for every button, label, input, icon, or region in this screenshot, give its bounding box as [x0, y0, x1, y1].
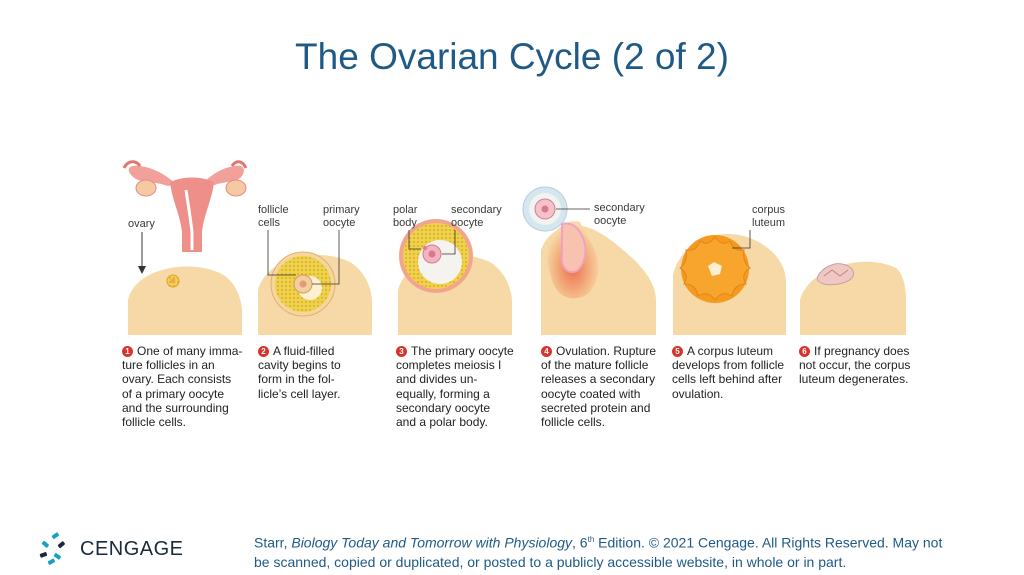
- caption-line: secondary oocyte: [396, 400, 491, 415]
- caption-line: secreted protein and: [541, 400, 651, 415]
- caption-step-4: 4 Ovulation. Rupture of the mature follic…: [541, 344, 666, 429]
- cengage-logo: CENGAGE: [38, 532, 188, 566]
- step-number-badge: 5: [672, 346, 683, 357]
- label-ovary: ovary: [128, 218, 155, 230]
- step-number-badge: 1: [122, 346, 133, 357]
- caption-line: follicle cells.: [541, 415, 606, 430]
- caption-line: cavity begins to: [258, 358, 341, 373]
- label-polar-body-line1: polar: [393, 204, 418, 216]
- caption-line: and divides un-: [396, 372, 478, 387]
- caption-line: A corpus luteum: [687, 344, 774, 358]
- citation-edition-suffix: th: [587, 535, 595, 544]
- label-follicle-cells-line1: follicle: [258, 204, 289, 216]
- uterus-illustration: [122, 160, 248, 252]
- caption-line: If pregnancy does: [814, 344, 910, 358]
- caption-line: One of many imma-: [137, 344, 243, 358]
- corpus-luteum: [679, 235, 751, 303]
- caption-line: luteum degenerates.: [799, 372, 909, 387]
- step-number-badge: 6: [799, 346, 810, 357]
- caption-line: ovary. Each consists: [122, 372, 232, 387]
- cengage-logo-icon: [39, 532, 65, 565]
- panel-4-illustration: [522, 186, 656, 335]
- label-released-oocyte-line1: secondary: [594, 202, 645, 214]
- caption-line: A fluid-filled: [273, 344, 335, 358]
- caption-line: ture follicles in an: [122, 358, 215, 373]
- label-released-oocyte-line2: oocyte: [594, 215, 627, 227]
- copyright-citation: Starr, Biology Today and Tomorrow with P…: [254, 530, 999, 572]
- citation-author: Starr,: [254, 534, 292, 551]
- step-number-badge: 4: [541, 346, 552, 357]
- panel-3-illustration: [398, 219, 512, 335]
- caption-line: oocyte coated with: [541, 386, 641, 401]
- caption-line: of a primary oocyte: [122, 386, 225, 401]
- label-primary-oocyte-line2: oocyte: [323, 217, 356, 229]
- caption-line: of the mature follicle: [541, 358, 649, 373]
- caption-line: equally, forming a: [396, 386, 490, 401]
- caption-step-2: 2 A fluid-filled cavity begins to form in…: [258, 344, 383, 401]
- caption-step-6: 6 If pregnancy does not occur, the corpus…: [799, 344, 924, 387]
- panel-1-illustration: [122, 160, 248, 335]
- ovary-tissue: [128, 266, 242, 335]
- citation-edition-number: , 6: [572, 534, 588, 551]
- caption-line: and the surrounding: [122, 400, 229, 415]
- caption-line: follicle cells.: [122, 415, 187, 430]
- caption-line: licle’s cell layer.: [258, 386, 341, 401]
- citation-rights-line1: Edition. © 2021 Cengage. All Rights Rese…: [594, 534, 943, 551]
- caption-line: form in the fol-: [258, 372, 335, 387]
- caption-line: and a polar body.: [396, 415, 488, 430]
- degenerated-corpus-luteum: [816, 263, 855, 286]
- caption-line: completes meiosis I: [396, 358, 502, 373]
- panel-6-illustration: [800, 261, 906, 335]
- slide-title: The Ovarian Cycle (2 of 2): [295, 36, 729, 77]
- label-follicle-cells-line2: cells: [258, 217, 281, 229]
- caption-line: The primary oocyte: [411, 344, 514, 358]
- panel-2-illustration: [258, 230, 372, 335]
- label-polar-body-line2: body: [393, 217, 417, 229]
- label-secondary-oocyte-line2: oocyte: [451, 217, 484, 229]
- cengage-wordmark: CENGAGE: [80, 538, 184, 560]
- caption-line: ovulation.: [672, 386, 724, 401]
- label-corpus-luteum-line1: corpus: [752, 204, 786, 216]
- label-corpus-luteum-line2: luteum: [752, 217, 786, 229]
- caption-line: Ovulation. Rupture: [556, 344, 657, 358]
- citation-book-title: Biology Today and Tomorrow with Physiolo…: [291, 534, 573, 551]
- citation-rights-line2: be scanned, copied or duplicated, or pos…: [254, 553, 847, 570]
- panel-5-illustration: [673, 230, 786, 335]
- step-number-badge: 2: [258, 346, 269, 357]
- caption-line: cells left behind after: [672, 372, 783, 387]
- label-secondary-oocyte-line1: secondary: [451, 204, 502, 216]
- caption-line: not occur, the corpus: [799, 358, 911, 373]
- caption-line: releases a secondary: [541, 372, 656, 387]
- caption-line: develops from follicle: [672, 358, 785, 373]
- label-primary-oocyte-line1: primary: [323, 204, 360, 216]
- step-number-badge: 3: [396, 346, 407, 357]
